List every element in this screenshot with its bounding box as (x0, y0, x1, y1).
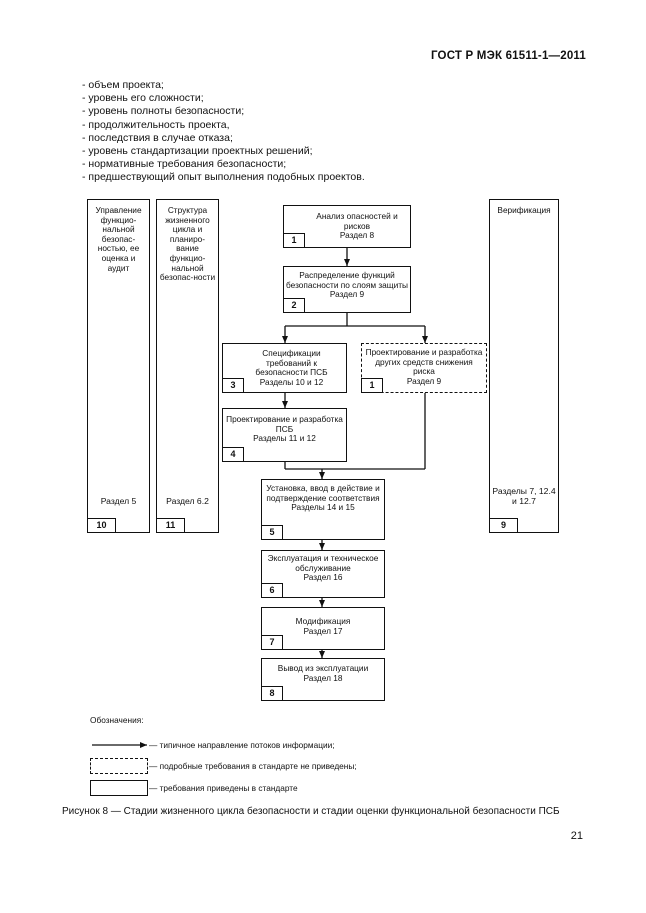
page-number: 21 (570, 830, 583, 842)
box-sis-design: Проектирование и разработка ПСБ Разделы … (222, 408, 347, 462)
legend-dashed-text: — подробные требования в стандарте не пр… (149, 761, 357, 771)
box-safety-requirements-spec: Спецификации требований к безопасности П… (222, 343, 347, 393)
box-operation: Эксплуатация и техническое обслуживание … (261, 550, 385, 598)
box-hazard-analysis: Анализ опасностей и рисков Раздел 8 1 (283, 205, 411, 248)
list-item: - предшествующий опыт выполнения подобны… (82, 171, 365, 184)
box-decommissioning: Вывод из эксплуатации Раздел 18 8 (261, 658, 385, 701)
list-item: - объем проекта; (82, 79, 164, 91)
list-item: - продолжительность проекта, (82, 118, 230, 131)
figure-caption: Рисунок 8 — Стадии жизненного цикла безо… (62, 806, 560, 817)
legend-solid-box (90, 780, 148, 796)
list-item: - уровень полноты безопасности; (82, 105, 245, 118)
legend-dashed-box (90, 758, 148, 774)
document-code: ГОСТ Р МЭК 61511-1—2011 (430, 50, 586, 62)
list-item: - последствия в случае отказа; (82, 131, 233, 144)
box-other-risk-reduction: Проектирование и разработка других средс… (361, 343, 487, 393)
box-installation: Установка, ввод в действие и подтвержден… (261, 479, 385, 540)
legend-solid-text: — требования приведены в стандарте (149, 783, 298, 793)
box-lifecycle-planning: Структура жизненного цикла и планиро-ван… (156, 199, 219, 533)
box-safety-management: Управление функцио-нальной безопас-ность… (87, 199, 150, 533)
factors-list: - объем проекта; - уровень его сложности… (82, 79, 365, 185)
list-item: - уровень стандартизации проектных решен… (82, 145, 313, 158)
list-item: - уровень его сложности; (82, 92, 204, 105)
legend-title: Обозначения: (90, 715, 144, 725)
box-verification: Верификация Разделы 7, 12.4 и 12.7 9 (489, 199, 559, 533)
box-function-allocation: Распределение функций безопасности по сл… (283, 266, 411, 313)
legend-arrow-text: — типичное направление потоков информаци… (149, 740, 335, 750)
box-modification: Модификация Раздел 17 7 (261, 607, 385, 650)
list-item: - нормативные требования безопасности; (82, 158, 287, 171)
